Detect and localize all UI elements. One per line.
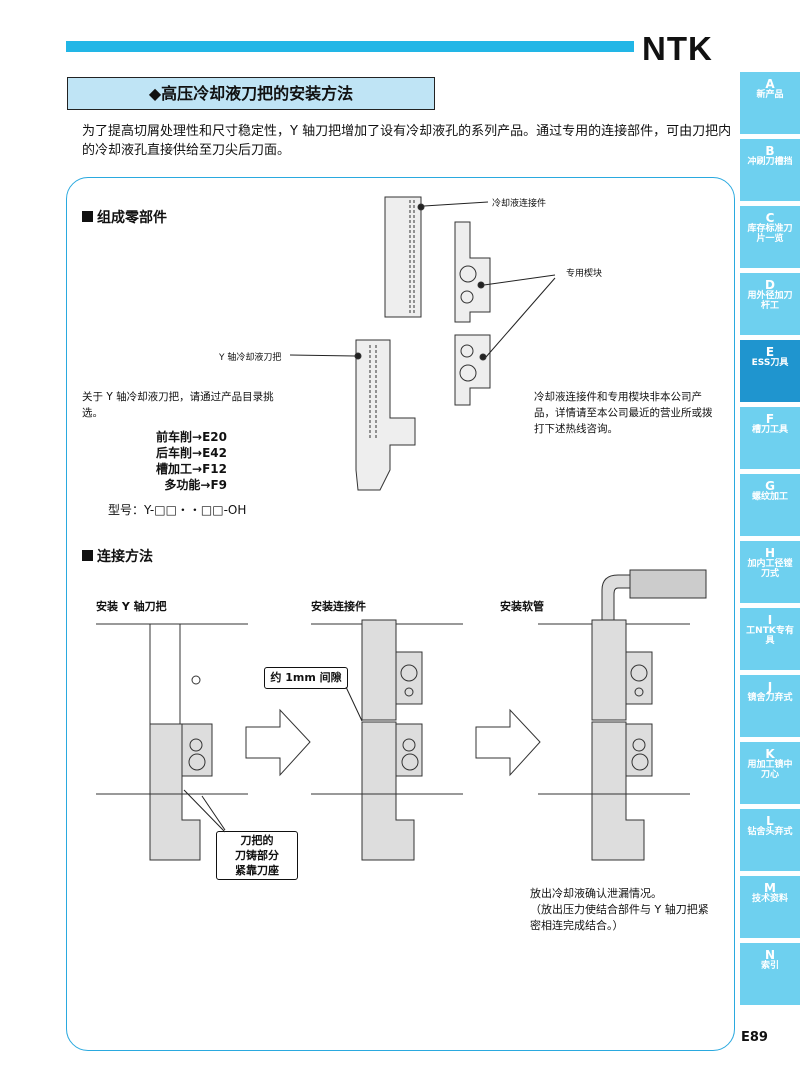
bullet-square-icon: [82, 211, 93, 222]
page-number: E89: [741, 1030, 768, 1045]
arrow-right-icon: [245, 708, 311, 777]
bullet-square-icon: [82, 550, 93, 561]
connection-heading: 连接方法: [82, 546, 153, 566]
hose-drawing: [601, 574, 633, 621]
step-1-label: 安装 Y 轴刀把: [96, 600, 167, 613]
step-3-label: 安装软管: [500, 600, 544, 613]
section-title: ◆高压冷却液刀把的安装方法: [67, 77, 435, 110]
catalog-item: 前车削→E20: [156, 430, 227, 444]
intro-text: 为了提高切屑处理性和尺寸稳定性，Y 轴刀把增加了设有冷却液孔的系列产品。通过专用…: [82, 124, 732, 158]
brand-logo: NTK: [642, 30, 713, 67]
label-coolant-connector: 冷却液连接件: [492, 199, 547, 209]
step-2-label: 安装连接件: [311, 600, 366, 613]
gap-callout: 约 1mm 间隙: [264, 667, 348, 689]
wedge-drawing-2: [454, 334, 491, 406]
content-panel: [66, 177, 735, 1051]
components-heading: 组成零部件: [82, 207, 167, 227]
wedge-drawing-1: [454, 221, 491, 323]
y-holder-drawing: [355, 339, 416, 491]
supplier-note: 冷却液连接件和专用楔块非本公司产品，详情请至本公司最近的营业所或拨打下述热线咨询…: [534, 391, 713, 435]
label-wedge: 专用楔块: [566, 269, 603, 279]
catalog-list: 前车削→E20 后车削→E42 槽加工→F12 多功能→F9: [147, 429, 227, 493]
step1-holder: [149, 723, 183, 795]
label-holder: Y 轴冷却液刀把: [219, 353, 282, 363]
header-bar: [66, 41, 634, 52]
catalog-item: 多功能→F9: [164, 478, 227, 492]
catalog-item: 后车削→E42: [156, 446, 227, 460]
release-note: 放出冷却液确认泄漏情况。 （放出压力使结合部件与 Y 轴刀把紧 密相连完成结合。…: [530, 887, 709, 932]
catalog-note: 关于 Y 轴冷却液刀把，请通过产品目录挑选。: [82, 391, 274, 419]
catalog-item: 槽加工→F12: [156, 462, 227, 476]
arrow-right-icon: [475, 708, 541, 777]
step2-connector: [361, 619, 397, 721]
step2-holder: [361, 721, 397, 795]
model-number: 型号：Y-□□・・□□-OH: [108, 503, 247, 517]
seat-callout: 刀把的 刀铸部分 紧靠刀座: [216, 831, 298, 880]
coolant-connector-drawing: [384, 196, 422, 318]
